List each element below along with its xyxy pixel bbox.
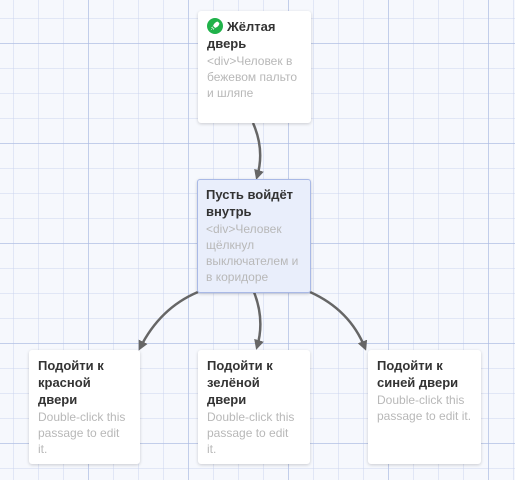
- passage-title: Подойти к синей двери: [377, 358, 459, 390]
- passage-excerpt: Double-click this passage to edit it.: [377, 393, 472, 423]
- passage-excerpt: <div>Человек в бежевом пальто и шляпе: [207, 54, 297, 100]
- passage-title: Подойти к красной двери: [38, 358, 104, 407]
- passage-green-door[interactable]: Подойти к зелёной двери Double-click thi…: [198, 350, 310, 464]
- passage-excerpt: Double-click this passage to edit it.: [38, 410, 126, 456]
- link-enter-to-blue: [309, 290, 368, 351]
- passage-red-door[interactable]: Подойти к красной двери Double-click thi…: [29, 350, 140, 464]
- passage-title-text: Жёлтая дверь: [207, 19, 276, 51]
- rocket-icon: [207, 18, 223, 34]
- passage-title: Подойти к зелёной двери: [207, 358, 273, 407]
- passage-excerpt: Double-click this passage to edit it.: [207, 410, 295, 456]
- passage-yellow-door[interactable]: Жёлтая дверь <div>Человек в бежевом паль…: [198, 11, 311, 123]
- link-enter-to-green: [252, 291, 264, 350]
- link-yellow-to-enter: [251, 122, 264, 180]
- link-enter-to-red: [138, 290, 199, 351]
- passage-excerpt: <div>Человек щёлкнул выключателем и в ко…: [206, 222, 299, 284]
- passage-let-him-in[interactable]: Пусть войдёт внутрь <div>Человек щёлкнул…: [197, 179, 311, 293]
- passage-title: Пусть войдёт внутрь: [206, 187, 294, 219]
- passage-blue-door[interactable]: Подойти к синей двери Double-click this …: [368, 350, 481, 464]
- passage-title: Жёлтая дверь: [207, 18, 302, 52]
